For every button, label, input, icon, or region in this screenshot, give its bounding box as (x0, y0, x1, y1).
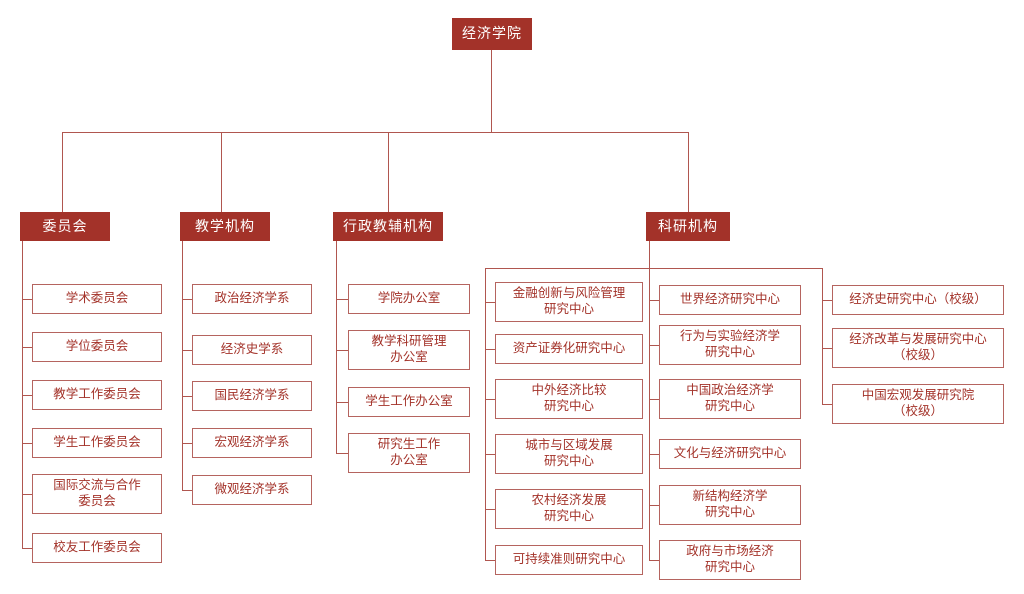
connector-stub-research-b-5 (649, 505, 659, 506)
connector-stub-committees-4 (22, 443, 32, 444)
branch-header-administration[interactable]: 行政教辅机构 (333, 212, 443, 241)
leaf-research-b-2[interactable]: 行为与实验经济学 研究中心 (659, 325, 801, 365)
connector-stub-research-b-4 (649, 454, 659, 455)
connector-stub-teaching-3 (182, 396, 192, 397)
leaf-research-c-3[interactable]: 中国宏观发展研究院 （校级） (832, 384, 1004, 424)
branch-header-teaching[interactable]: 教学机构 (180, 212, 270, 241)
leaf-research-b-3[interactable]: 中国政治经济学 研究中心 (659, 379, 801, 419)
connector-stub-research-b-6 (649, 560, 659, 561)
connector-stub-administration-4 (336, 453, 348, 454)
connector-stub-research-c-2 (822, 348, 832, 349)
connector-stub-committees-2 (22, 347, 32, 348)
leaf-teaching-1[interactable]: 政治经济学系 (192, 284, 312, 314)
leaf-research-c-1[interactable]: 经济史研究中心（校级） (832, 285, 1004, 315)
connector-stub-research-a-5 (485, 509, 495, 510)
connector-stub-research-a-6 (485, 560, 495, 561)
leaf-research-a-1[interactable]: 金融创新与风险管理 研究中心 (495, 282, 643, 322)
leaf-research-a-5[interactable]: 农村经济发展 研究中心 (495, 489, 643, 529)
connector-trunk-teaching (182, 241, 183, 491)
connector-stub-research-a-4 (485, 454, 495, 455)
leaf-administration-4[interactable]: 研究生工作 办公室 (348, 433, 470, 473)
connector-main-bus (62, 132, 689, 133)
connector-stub-teaching-5 (182, 490, 192, 491)
connector-drop-administration (388, 132, 389, 212)
leaf-research-b-6[interactable]: 政府与市场经济 研究中心 (659, 540, 801, 580)
connector-trunk-administration (336, 241, 337, 453)
leaf-committees-3[interactable]: 教学工作委员会 (32, 380, 162, 410)
leaf-research-a-4[interactable]: 城市与区域发展 研究中心 (495, 434, 643, 474)
leaf-research-b-5[interactable]: 新结构经济学 研究中心 (659, 485, 801, 525)
leaf-administration-1[interactable]: 学院办公室 (348, 284, 470, 314)
connector-stub-administration-3 (336, 402, 348, 403)
root-node-school-of-economics[interactable]: 经济学院 (452, 18, 532, 50)
connector-trunk-research-c (822, 268, 823, 405)
connector-stub-research-a-3 (485, 399, 495, 400)
connector-stub-committees-1 (22, 299, 32, 300)
connector-stub-administration-2 (336, 350, 348, 351)
leaf-teaching-3[interactable]: 国民经济学系 (192, 381, 312, 411)
leaf-research-a-3[interactable]: 中外经济比较 研究中心 (495, 379, 643, 419)
connector-stub-research-a-1 (485, 302, 495, 303)
connector-stub-administration-1 (336, 299, 348, 300)
connector-stub-research-c-3 (822, 404, 832, 405)
connector-stub-research-a-2 (485, 349, 495, 350)
branch-header-committees[interactable]: 委员会 (20, 212, 110, 241)
leaf-administration-3[interactable]: 学生工作办公室 (348, 387, 470, 417)
connector-stub-research-b-3 (649, 399, 659, 400)
leaf-research-c-2[interactable]: 经济改革与发展研究中心 （校级） (832, 328, 1004, 368)
connector-stub-committees-3 (22, 395, 32, 396)
connector-stub-research-b-2 (649, 345, 659, 346)
leaf-committees-5[interactable]: 国际交流与合作 委员会 (32, 474, 162, 514)
connector-stub-teaching-1 (182, 299, 192, 300)
leaf-teaching-4[interactable]: 宏观经济学系 (192, 428, 312, 458)
connector-stem-research (649, 241, 650, 268)
connector-stub-research-c-1 (822, 300, 832, 301)
leaf-committees-4[interactable]: 学生工作委员会 (32, 428, 162, 458)
leaf-teaching-2[interactable]: 经济史学系 (192, 335, 312, 365)
connector-drop-research (688, 132, 689, 212)
connector-trunk-research-a (485, 268, 486, 560)
leaf-administration-2[interactable]: 教学科研管理 办公室 (348, 330, 470, 370)
leaf-research-a-2[interactable]: 资产证券化研究中心 (495, 334, 643, 364)
leaf-research-b-1[interactable]: 世界经济研究中心 (659, 285, 801, 315)
leaf-committees-1[interactable]: 学术委员会 (32, 284, 162, 314)
connector-stub-teaching-4 (182, 443, 192, 444)
connector-stub-committees-5 (22, 494, 32, 495)
connector-drop-teaching (221, 132, 222, 212)
connector-stub-research-b-1 (649, 300, 659, 301)
connector-trunk-research-b (649, 268, 650, 560)
leaf-committees-2[interactable]: 学位委员会 (32, 332, 162, 362)
leaf-research-b-4[interactable]: 文化与经济研究中心 (659, 439, 801, 469)
connector-bus-research (485, 268, 823, 269)
leaf-research-a-6[interactable]: 可持续准则研究中心 (495, 545, 643, 575)
leaf-committees-6[interactable]: 校友工作委员会 (32, 533, 162, 563)
connector-stub-teaching-2 (182, 350, 192, 351)
branch-header-research[interactable]: 科研机构 (646, 212, 730, 241)
connector-stub-committees-6 (22, 548, 32, 549)
connector-root-stem (491, 50, 492, 132)
leaf-teaching-5[interactable]: 微观经济学系 (192, 475, 312, 505)
connector-drop-committees (62, 132, 63, 212)
